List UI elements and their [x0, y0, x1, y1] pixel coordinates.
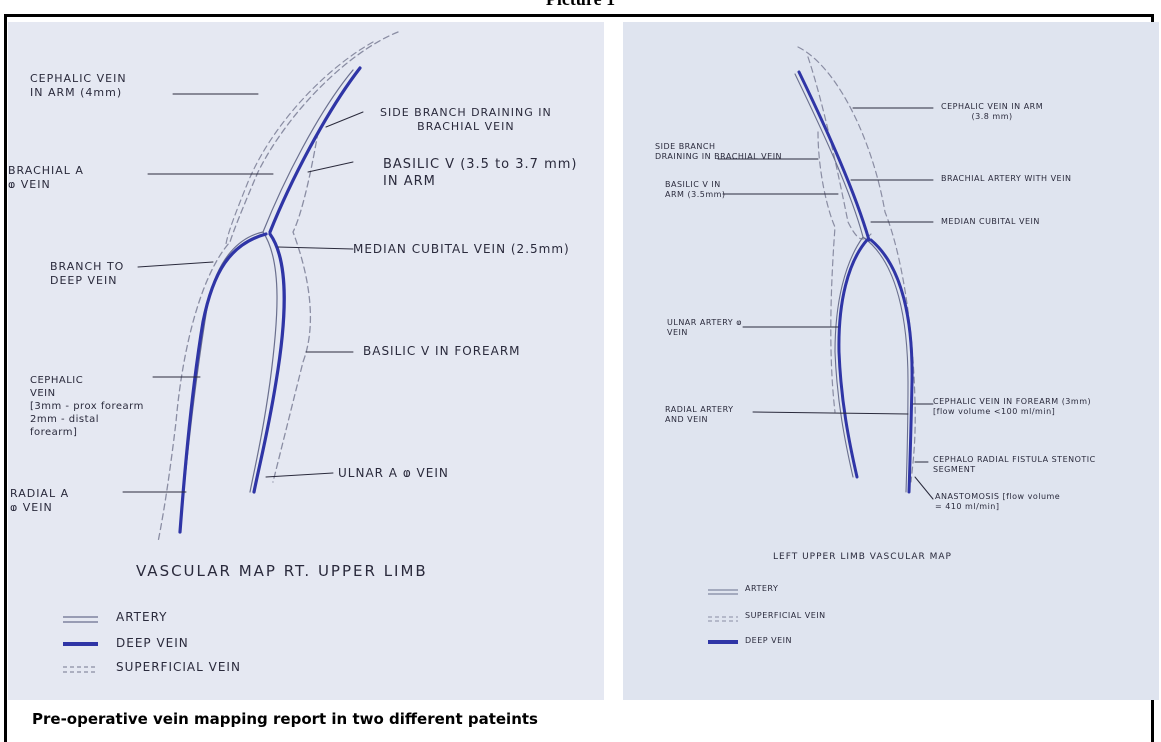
r-label-ulnar: ULNAR ARTERY ⱷ VEIN [667, 318, 742, 339]
right-basilic-superficial [818, 132, 835, 412]
left-legend-deep-vein-label: DEEP VEIN [116, 636, 189, 652]
left-vascular-map: CEPHALIC VEIN IN ARM (4mm) BRACHIAL A ⱷ … [8, 22, 604, 700]
r-label-cephalic-vein-forearm: CEPHALIC VEIN IN FOREARM (3mm) [flow vol… [933, 397, 1091, 418]
right-vascular-map: SIDE BRANCH DRAINING IN BRACHIAL VEIN BA… [623, 22, 1159, 700]
r-label-brachial: BRACHIAL ARTERY WITH VEIN [941, 174, 1071, 184]
right-legend-superficial-vein-label: SUPERFICIAL VEIN [745, 611, 826, 621]
r-label-median-cubital: MEDIAN CUBITAL VEIN [941, 217, 1040, 227]
left-basilic-superficial [273, 132, 318, 482]
right-legend-deep-vein-label: DEEP VEIN [745, 636, 792, 646]
right-legend-artery-label: ARTERY [745, 584, 778, 594]
right-superficial-vein-outer [798, 47, 915, 482]
left-leader-lines [123, 94, 363, 492]
figure-caption: Pre-operative vein mapping report in two… [32, 710, 538, 728]
left-legend-artery-label: ARTERY [116, 610, 168, 626]
label-radial: RADIAL A ⱷ VEIN [10, 487, 69, 516]
r-label-cephalic-vein-arm: CEPHALIC VEIN IN ARM (3.8 mm) [941, 102, 1043, 123]
r-label-basilic-vein-arm: BASILIC V IN ARM (3.5mm) [665, 180, 726, 201]
label-median-cubital-vein: MEDIAN CUBITAL VEIN (2.5mm) [353, 242, 570, 258]
right-map-drawing [623, 22, 1159, 700]
right-map-title: LEFT UPPER LIMB VASCULAR MAP [773, 552, 952, 564]
label-basilic-vein-forearm: BASILIC V IN FOREARM [363, 344, 521, 360]
left-deep-vein-radial [180, 234, 266, 532]
label-brachial: BRACHIAL A ⱷ VEIN [8, 164, 84, 193]
label-cephalic-vein-forearm: CEPHALIC VEIN [3mm - prox forearm 2mm - … [30, 374, 144, 439]
r-label-radial: RADIAL ARTERY AND VEIN [665, 405, 734, 426]
r-label-side-branch: SIDE BRANCH DRAINING IN BRACHIAL VEIN [655, 142, 782, 163]
r-label-fistula-segment: CEPHALO RADIAL FISTULA STENOTIC SEGMENT [933, 455, 1096, 476]
label-basilic-vein-arm: BASILIC V (3.5 to 3.7 mm) IN ARM [383, 157, 577, 191]
label-branch-to-deep-vein: BRANCH TO DEEP VEIN [50, 260, 124, 289]
right-deep-vein-ulnar [839, 240, 867, 477]
right-superficial-vein-inner [808, 57, 871, 239]
label-cephalic-vein-arm: CEPHALIC VEIN IN ARM (4mm) [30, 72, 127, 101]
left-legend-superficial-vein-label: SUPERFICIAL VEIN [116, 660, 241, 676]
left-map-title: VASCULAR MAP RT. UPPER LIMB [136, 562, 428, 582]
right-radial-artery [863, 237, 908, 492]
figure-title: Picture 1 [0, 0, 1161, 9]
label-side-branch: SIDE BRANCH DRAINING IN BRACHIAL VEIN [380, 106, 552, 135]
label-ulnar: ULNAR A ⱷ VEIN [338, 466, 449, 482]
r-label-anastomosis: ANASTOMOSIS [flow volume = 410 ml/min] [935, 492, 1060, 513]
right-deep-vein-radial [871, 240, 912, 492]
left-brachial-artery [180, 70, 353, 532]
